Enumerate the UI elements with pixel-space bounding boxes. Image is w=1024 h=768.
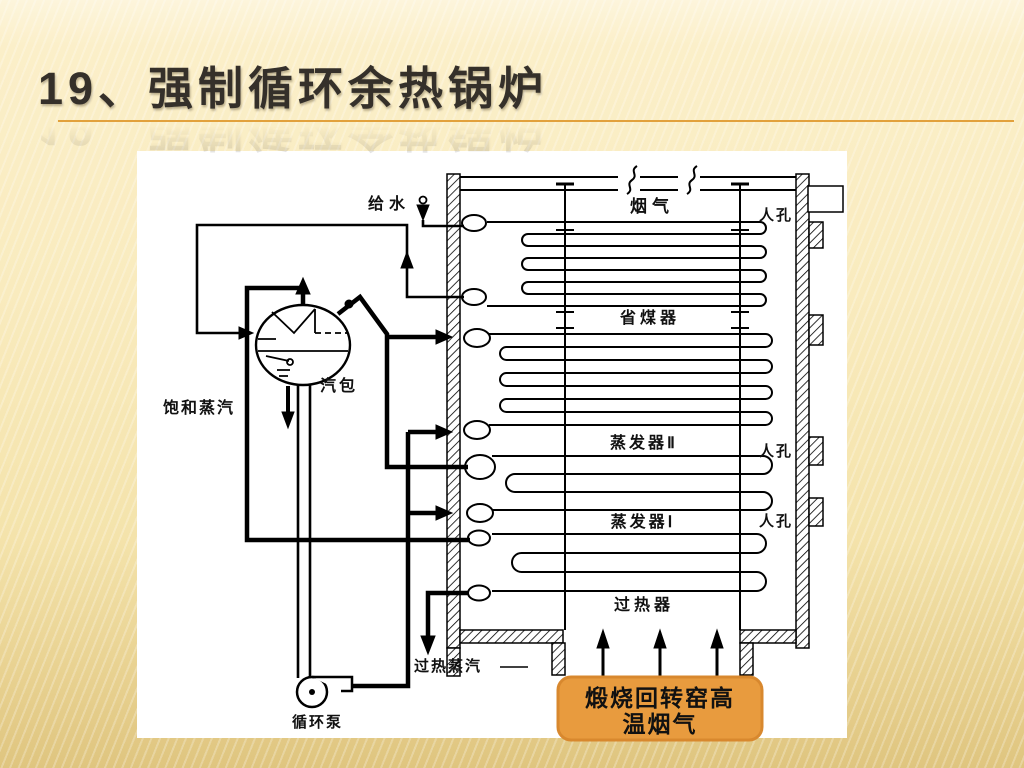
label-economizer: 省煤器 xyxy=(619,308,680,327)
flue-gas-callout: 煅烧回转窑高 温烟气 xyxy=(556,675,764,742)
manhole-blocks xyxy=(807,185,844,527)
pump-hub-icon xyxy=(309,689,315,695)
label-circulation-pump: 循环泵 xyxy=(292,713,343,731)
callout-line2: 温烟气 xyxy=(623,711,698,737)
label-manhole-2: 人孔 xyxy=(759,443,793,460)
right-arrow-icon xyxy=(435,329,454,345)
label-manhole-1: 人孔 xyxy=(759,207,793,224)
pump-discharge-pipe xyxy=(352,432,411,689)
downcomer-pipes xyxy=(296,383,312,678)
right-arrow-icon xyxy=(435,505,454,521)
up-arrow-icon xyxy=(400,250,414,269)
coil-banks xyxy=(487,221,773,592)
up-arrow-icon xyxy=(710,628,724,649)
callout-line1: 煅烧回转窑高 xyxy=(585,685,735,711)
page-title-reflection: 19、强制循环余热锅炉 xyxy=(38,104,549,155)
right-wall xyxy=(795,173,810,649)
support-columns xyxy=(556,182,751,632)
slide-header: 19、强制循环余热锅炉 19、强制循环余热锅炉 xyxy=(38,62,548,156)
boiler-floor xyxy=(446,629,797,677)
down-arrow-icon xyxy=(281,411,295,430)
right-arrow-icon xyxy=(435,424,454,440)
label-superheater: 过热器 xyxy=(614,595,674,614)
piping xyxy=(195,195,528,689)
superheated-steam-pipe xyxy=(425,590,468,638)
boiler-shell xyxy=(446,165,844,677)
label-evaporator-1: 蒸发器Ⅰ xyxy=(611,512,676,531)
label-flue-gas: 烟气 xyxy=(630,196,674,216)
economizer-return-pipe xyxy=(195,223,464,335)
left-wall xyxy=(446,173,461,649)
label-feed-water: 给水 xyxy=(368,194,410,213)
top-right-duct xyxy=(807,185,844,213)
economizer-coil xyxy=(487,221,767,307)
evaporator1-coil xyxy=(492,455,773,511)
saturated-steam-pipe xyxy=(244,285,470,543)
break-mark-icon xyxy=(626,165,638,195)
down-arrow-icon xyxy=(420,635,436,656)
wall-headers xyxy=(461,214,496,602)
boiler-roof xyxy=(460,165,796,195)
evaporator2-coil xyxy=(489,333,773,426)
page-title: 19、强制循环余热锅炉 xyxy=(38,63,549,114)
up-arrow-icon xyxy=(596,628,610,649)
label-saturated-steam: 饱和蒸汽 xyxy=(163,398,235,417)
label-superheated-steam: 过热蒸汽 xyxy=(414,657,482,675)
drum-internals xyxy=(258,308,348,377)
title-underline xyxy=(58,120,1014,122)
label-evaporator-2: 蒸发器Ⅱ xyxy=(610,433,678,452)
callout-box xyxy=(556,675,764,742)
steam-drum xyxy=(254,303,352,387)
diagram-labels: 给水 烟气 人孔 省煤器 汽包 饱和蒸汽 蒸发器Ⅱ 人孔 蒸发器Ⅰ 人孔 过热器… xyxy=(163,194,793,731)
flue-gas-inlet-arrows xyxy=(596,628,724,678)
label-steam-drum: 汽包 xyxy=(320,376,358,395)
pipe-fitting-icon xyxy=(344,299,354,309)
circulation-pump xyxy=(295,675,354,709)
feed-water-valve-icon xyxy=(416,195,464,228)
label-manhole-3: 人孔 xyxy=(759,513,793,530)
superheater-coil xyxy=(492,533,767,592)
up-arrow-icon xyxy=(653,628,667,649)
